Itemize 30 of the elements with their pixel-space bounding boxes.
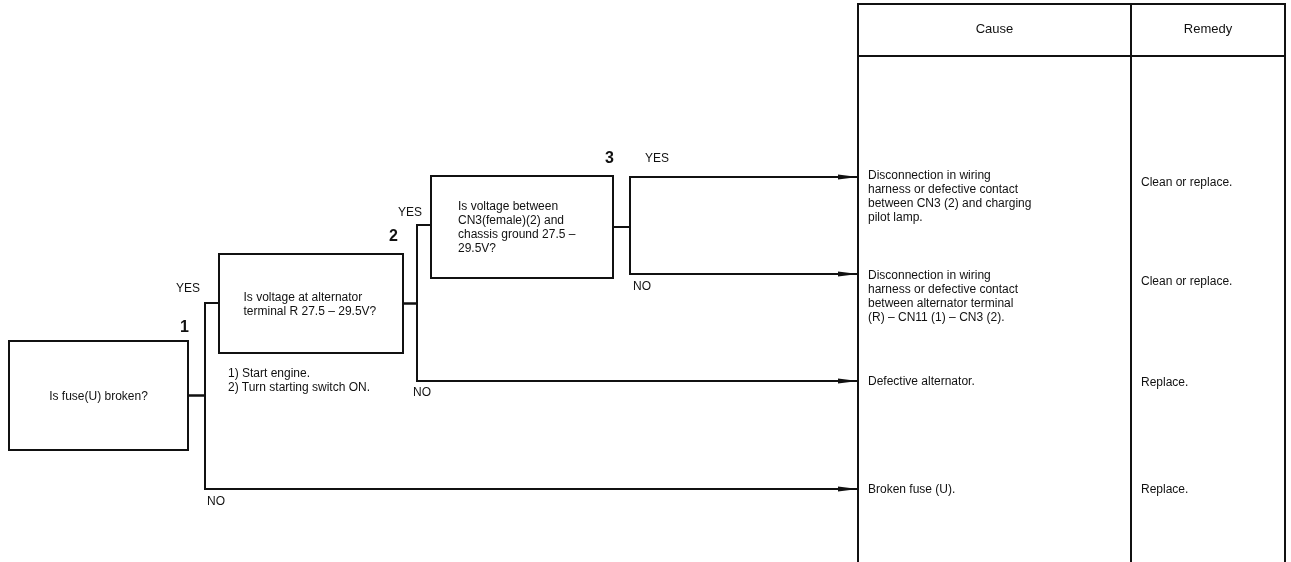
cause-text: Disconnection in wiring harness or defective contact between alternator terminal (R) – CN11 (1) – CN3 (2). <box>868 268 1020 324</box>
arrow <box>188 394 859 492</box>
edge-label: NO <box>633 279 651 293</box>
remedy-text: Clean or replace. <box>1141 175 1233 189</box>
question-text: Is fuse(U) broken? <box>49 388 148 403</box>
cause-text: Defective alternator. <box>868 374 976 388</box>
decision-box <box>8 340 189 451</box>
edge-label: YES <box>645 151 669 165</box>
remedy-text: Replace. <box>1141 482 1189 496</box>
cause-text: Broken fuse (U). <box>868 482 957 496</box>
column-header: Cause <box>974 22 1015 36</box>
remedy-text: Replace. <box>1141 375 1189 389</box>
decision-box <box>430 175 614 279</box>
decision-box <box>218 253 404 354</box>
edge-label: YES <box>398 205 422 219</box>
question-text: Is voltage at alternator terminal R 27.5 – 29.5V? <box>243 289 378 318</box>
column-header: Remedy <box>1182 22 1234 36</box>
remedy-text: Clean or replace. <box>1141 274 1233 288</box>
arrow <box>613 226 859 277</box>
edge-label: NO <box>413 385 431 399</box>
step-number: 3 <box>605 151 614 165</box>
edge-label: NO <box>207 494 225 508</box>
edge-label: YES <box>176 281 200 295</box>
instruction-note: 1) Start engine. <box>228 366 311 380</box>
question-text: Is voltage between CN3(female)(2) and chassis ground 27.5 – 29.5V? <box>458 199 577 255</box>
step-number: 1 <box>180 320 189 334</box>
cause-text: Disconnection in wiring harness or defective contact between CN3 (2) and charging pilot lamp. <box>868 168 1033 224</box>
arrow <box>403 302 859 384</box>
instruction-note: 2) Turn starting switch ON. <box>228 380 372 394</box>
step-number: 2 <box>389 229 398 243</box>
